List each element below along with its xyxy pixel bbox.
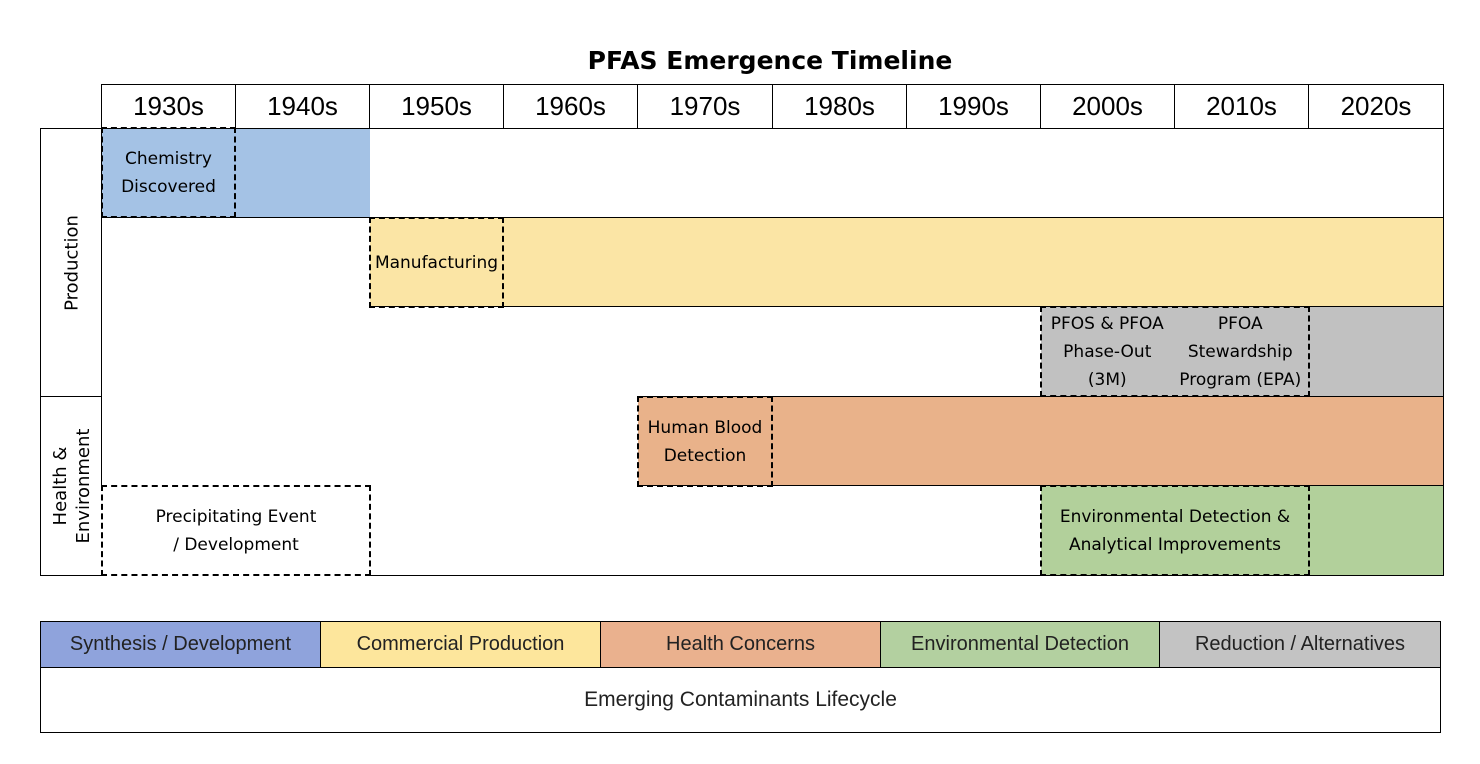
decade-header-1960s: 1960s: [504, 84, 638, 129]
commercial-production-bar: [370, 218, 1444, 307]
decade-header-1940s: 1940s: [236, 84, 370, 129]
row-label-health-line1: Health &: [49, 446, 71, 526]
row-label-production: Production: [40, 128, 102, 397]
legend-synthesis-development: Synthesis / Development: [40, 621, 321, 668]
legend-health-concerns: Health Concerns: [601, 621, 881, 668]
event-pfoa-stewardship: PFOA Stewardship Program (EPA): [1179, 313, 1302, 390]
legend-lifecycle-footer: Emerging Contaminants Lifecycle: [40, 667, 1441, 733]
row-label-production-text: Production: [61, 214, 82, 311]
row-divider: [101, 217, 1444, 218]
legend-commercial-production: Commercial Production: [321, 621, 601, 668]
event-pfos-pfoa-phaseout: PFOS & PFOA Phase-Out (3M): [1050, 313, 1164, 390]
decade-header-1930s: 1930s: [101, 84, 236, 129]
row-label-health-environment-text: Health & Environment: [49, 429, 95, 544]
reduction-bar: [1041, 307, 1444, 397]
event-precipitating-legend: Precipitating Event / Development: [101, 485, 371, 576]
event-reduction-box: PFOS & PFOA Phase-Out (3M) PFOA Stewards…: [1040, 306, 1310, 397]
environmental-detection-bar: [1041, 486, 1444, 576]
row-divider: [370, 306, 1444, 307]
row-divider: [40, 396, 102, 397]
event-manufacturing: Manufacturing: [369, 217, 504, 308]
row-divider: [638, 396, 1041, 397]
legend-environmental-detection: Environmental Detection: [881, 621, 1160, 668]
decade-header-1950s: 1950s: [370, 84, 504, 129]
event-environmental-detection: Environmental Detection & Analytical Imp…: [1040, 485, 1310, 576]
page-title: PFAS Emergence Timeline: [587, 46, 953, 75]
decade-header-1980s: 1980s: [773, 84, 907, 129]
row-label-health-environment: Health & Environment: [40, 396, 102, 576]
decade-header-2010s: 2010s: [1175, 84, 1309, 129]
legend-reduction-alternatives: Reduction / Alternatives: [1160, 621, 1441, 668]
decade-header-2020s: 2020s: [1309, 84, 1444, 129]
timeline-grid: [101, 128, 1444, 576]
event-human-blood-detection: Human Blood Detection: [637, 396, 773, 487]
decade-header-1970s: 1970s: [638, 84, 773, 129]
decade-header-1990s: 1990s: [907, 84, 1041, 129]
row-label-health-line2: Environment: [72, 428, 94, 544]
decade-header-2000s: 2000s: [1041, 84, 1175, 129]
event-chemistry-discovered: Chemistry Discovered: [101, 127, 236, 218]
